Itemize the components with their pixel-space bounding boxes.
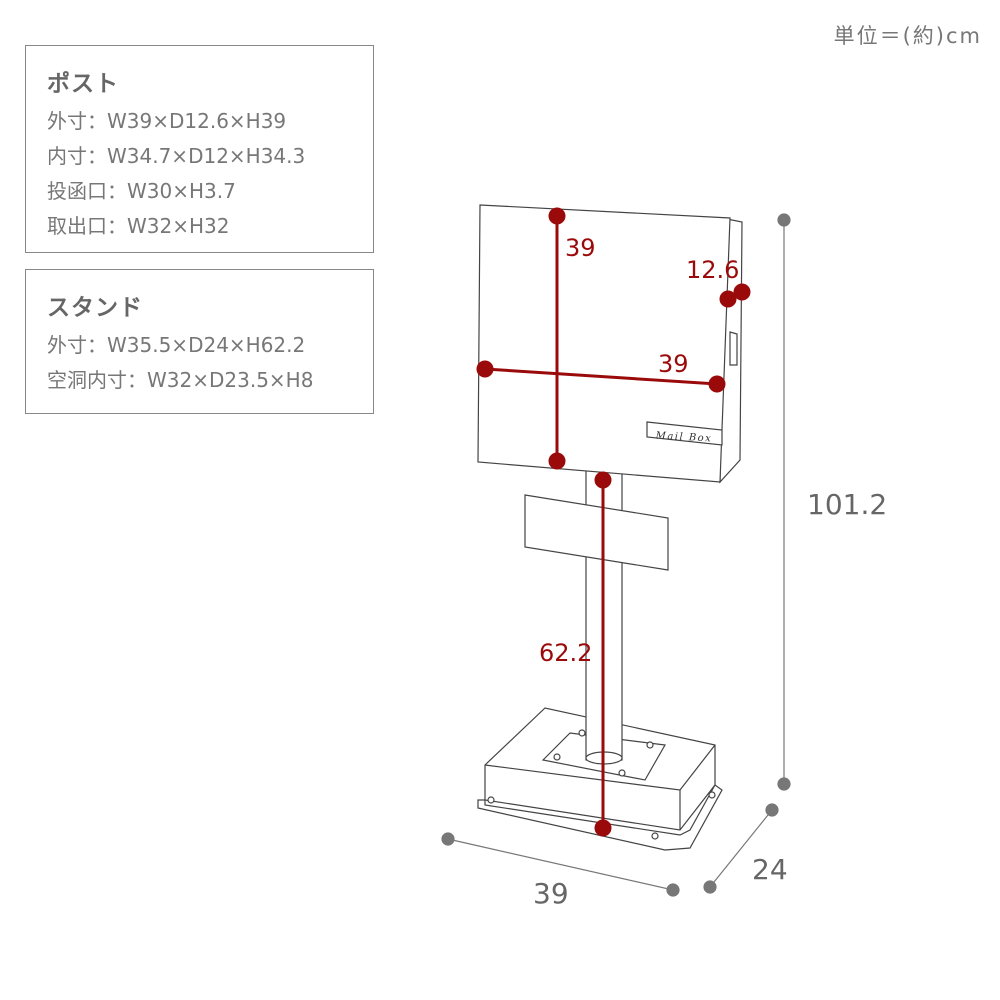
post-height-label: 39 bbox=[565, 234, 596, 262]
post-spec-row: 投函口：W30×H3.7 bbox=[47, 179, 236, 203]
post-spec-row: 取出口：W32×H32 bbox=[47, 214, 230, 238]
overall-dimensions bbox=[441, 213, 791, 897]
stand-spec-row: 空洞内寸：W32×D23.5×H8 bbox=[47, 368, 314, 392]
mailbox-front bbox=[477, 204, 731, 483]
post-spec-row: 外寸：W39×D12.6×H39 bbox=[47, 109, 287, 133]
post-dimensions bbox=[476, 207, 751, 837]
product-drawing bbox=[477, 204, 743, 851]
stand-spec-box: スタンド 外寸：W35.5×D24×H62.2 空洞内寸：W32×D23.5×H… bbox=[25, 269, 374, 414]
post-depth-label: 12.6 bbox=[686, 256, 739, 284]
post-width-label: 39 bbox=[658, 350, 689, 378]
mailbox-plate-text: Mail Box bbox=[654, 430, 712, 444]
post-title: ポスト bbox=[47, 71, 119, 97]
post-spec-row: 内寸：W34.7×D12×H34.3 bbox=[47, 144, 306, 168]
total-height-label: 101.2 bbox=[807, 488, 887, 521]
mailbox-plate bbox=[646, 421, 723, 446]
stand-spec-row: 外寸：W35.5×D24×H62.2 bbox=[47, 333, 306, 357]
stand-title: スタンド bbox=[47, 295, 143, 321]
nameplate-board bbox=[524, 494, 669, 571]
stand-height-label: 62.2 bbox=[539, 639, 592, 667]
base-width-label: 39 bbox=[533, 877, 569, 910]
post-spec-box: ポスト 外寸：W39×D12.6×H39 内寸：W34.7×D12×H34.3 … bbox=[25, 45, 374, 253]
unit-label: 単位＝(約)cm bbox=[833, 24, 982, 48]
base-depth-label: 24 bbox=[752, 853, 788, 886]
